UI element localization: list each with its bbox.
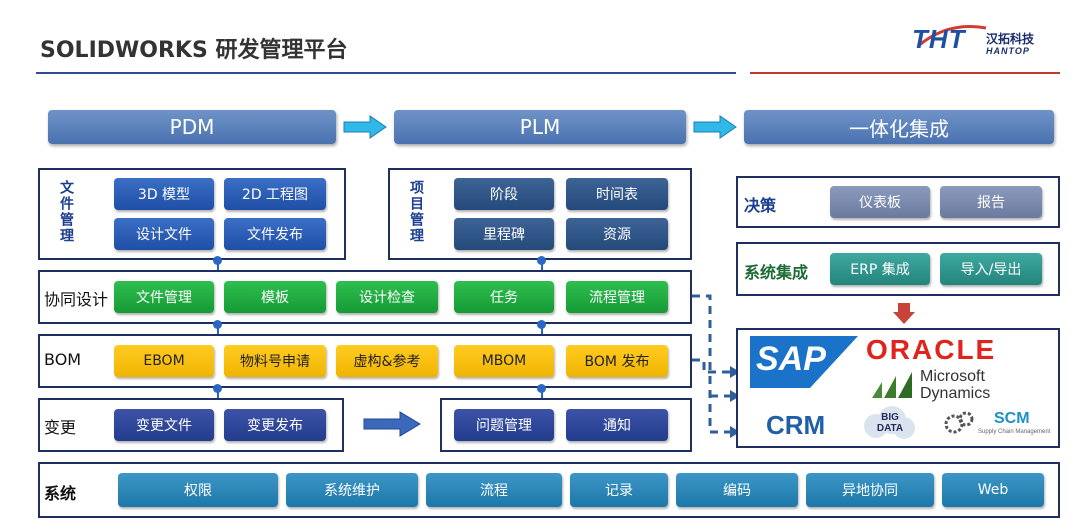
arrow-right-icon — [363, 411, 421, 437]
crm-logo: CRM — [766, 410, 826, 440]
btn-dashboard[interactable]: 仪表板 — [830, 186, 930, 218]
btn-task[interactable]: 任务 — [454, 281, 554, 313]
btn-system-maintenance[interactable]: 系统维护 — [286, 473, 418, 507]
file-management-label: 文件管理 — [58, 180, 74, 244]
decision-label: 决策 — [744, 196, 777, 215]
connector-line — [541, 258, 543, 272]
project-management-label: 项目管理 — [408, 180, 424, 244]
btn-coding[interactable]: 编码 — [676, 473, 798, 507]
connector-line — [541, 322, 543, 336]
btn-schedule[interactable]: 时间表 — [566, 178, 668, 210]
logo-swoosh-icon — [917, 24, 987, 48]
sap-logo-icon — [750, 336, 858, 388]
btn-file-release[interactable]: 文件发布 — [224, 218, 326, 250]
btn-collab-file-mgmt[interactable]: 文件管理 — [114, 281, 214, 313]
arrow-down-icon — [893, 303, 915, 324]
btn-part-number-request[interactable]: 物料号申请 — [224, 345, 326, 377]
connector-dot — [213, 256, 222, 265]
bigdata-cloud-icon — [864, 406, 915, 439]
btn-change-files[interactable]: 变更文件 — [114, 409, 214, 441]
phase-integration: 一体化集成 — [744, 110, 1054, 144]
connector-dot — [537, 256, 546, 265]
phase-pdm: PDM — [48, 110, 336, 144]
connector-line — [217, 258, 219, 272]
bom-label: BOM — [44, 350, 82, 369]
oracle-logo: ORACLE — [866, 334, 997, 365]
connector-dot — [537, 320, 546, 329]
arrow-right-icon — [343, 115, 387, 139]
btn-notification[interactable]: 通知 — [566, 409, 668, 441]
btn-issue-mgmt[interactable]: 问题管理 — [454, 409, 554, 441]
logo-en: HANTOP — [986, 46, 1030, 56]
scm-gear-icon — [944, 411, 974, 434]
connector-dot — [537, 384, 546, 393]
integration-label: 系统集成 — [744, 263, 809, 282]
arrow-right-icon — [693, 115, 737, 139]
btn-2d-drawing[interactable]: 2D 工程图 — [224, 178, 326, 210]
header-divider-blue — [36, 72, 736, 74]
btn-workflow-mgmt[interactable]: 流程管理 — [566, 281, 668, 313]
btn-import-export[interactable]: 导入/导出 — [940, 253, 1042, 285]
microsoft-dynamics-icon — [872, 372, 912, 398]
btn-ebom[interactable]: EBOM — [114, 345, 214, 377]
dynamics-label: Dynamics — [920, 385, 991, 402]
change-label: 变更 — [44, 418, 77, 437]
btn-template[interactable]: 模板 — [224, 281, 326, 313]
connector-dot — [213, 384, 222, 393]
dashed-connector — [692, 294, 740, 438]
bigdata-label: BIG DATA — [876, 412, 904, 434]
connector-dot — [213, 320, 222, 329]
logo-cn: 汉拓科技 — [986, 32, 1035, 46]
microsoft-label: Microsoft — [920, 368, 985, 385]
system-label: 系统 — [44, 484, 77, 503]
logo-mark: THT — [912, 24, 966, 54]
btn-remote-collab[interactable]: 异地协同 — [806, 473, 934, 507]
btn-mbom[interactable]: MBOM — [454, 345, 554, 377]
header-divider-red — [750, 72, 1060, 74]
connector-line — [541, 386, 543, 400]
btn-web[interactable]: Web — [942, 473, 1044, 507]
scm-sub-label: Supply Chain Management — [978, 429, 1051, 435]
scm-label: SCM — [994, 410, 1030, 427]
btn-stage[interactable]: 阶段 — [454, 178, 554, 210]
sap-logo-text: SAP — [756, 340, 826, 378]
btn-milestone[interactable]: 里程碑 — [454, 218, 554, 250]
phase-plm: PLM — [394, 110, 686, 144]
btn-records[interactable]: 记录 — [570, 473, 668, 507]
btn-design-files[interactable]: 设计文件 — [114, 218, 214, 250]
collab-label: 协同设计 — [44, 290, 109, 309]
btn-bom-release[interactable]: BOM 发布 — [566, 345, 668, 377]
btn-change-release[interactable]: 变更发布 — [224, 409, 326, 441]
btn-3d-model[interactable]: 3D 模型 — [114, 178, 214, 210]
btn-design-check[interactable]: 设计检查 — [336, 281, 438, 313]
connector-line — [217, 322, 219, 336]
btn-virtual-reference[interactable]: 虚构&参考 — [336, 345, 438, 377]
connector-line — [217, 386, 219, 400]
btn-report[interactable]: 报告 — [940, 186, 1042, 218]
btn-permissions[interactable]: 权限 — [118, 473, 278, 507]
company-logo — [908, 16, 1068, 60]
btn-process[interactable]: 流程 — [426, 473, 562, 507]
page-title: SOLIDWORKS 研发管理平台 — [40, 38, 348, 63]
btn-resources[interactable]: 资源 — [566, 218, 668, 250]
btn-erp-integration[interactable]: ERP 集成 — [830, 253, 930, 285]
